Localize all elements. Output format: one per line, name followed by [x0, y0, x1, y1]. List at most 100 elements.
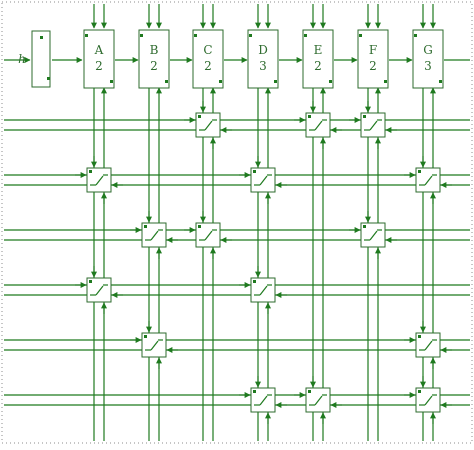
switch-r5-B-port [144, 335, 147, 338]
column-block-A: A2 [83, 29, 115, 89]
switch-r1-F [349, 101, 397, 149]
switch-r5-B-glyph-b [150, 340, 159, 351]
column-block-G: G3 [412, 29, 444, 89]
column-block-D-port-a [249, 34, 252, 37]
switch-r2-A-port [89, 170, 92, 173]
column-block-A-rect [83, 29, 115, 89]
switch-r4-D-glyph-b [259, 285, 268, 296]
switch-r1-E [294, 101, 342, 149]
switch-r3-C-glyph-b [204, 230, 213, 241]
switch-r3-C-port [198, 225, 201, 228]
column-block-D-number: 3 [259, 59, 267, 73]
column-block-F-number: 2 [369, 59, 377, 73]
header-block-rect [31, 30, 51, 88]
switch-r6-G-glyph-b [424, 395, 433, 406]
column-block-C-rect [192, 29, 224, 89]
switch-r4-A [75, 266, 123, 314]
column-block-B-rect [138, 29, 170, 89]
column-block-D: D3 [247, 29, 279, 89]
column-block-B-number: 2 [150, 59, 158, 73]
switch-r1-C [184, 101, 232, 149]
switch-r1-C-port [198, 115, 201, 118]
column-block-C-number: 2 [204, 59, 212, 73]
switch-r6-G-port [418, 390, 421, 393]
wire-layer [4, 4, 470, 441]
switch-r3-F-port [363, 225, 366, 228]
switch-r3-B [130, 211, 178, 259]
column-block-D-rect [247, 29, 279, 89]
column-block-G-port-a [414, 34, 417, 37]
switch-r2-G-port [418, 170, 421, 173]
switch-r3-F-glyph-b [369, 230, 378, 241]
switch-nodes [75, 101, 452, 424]
switch-r1-E-glyph-b [314, 120, 323, 131]
switch-r6-D-box [250, 387, 276, 413]
switch-r2-D [239, 156, 287, 204]
switch-r1-F-glyph-b [369, 120, 378, 131]
switch-r5-G-glyph-b [424, 340, 433, 351]
switch-r5-G-port [418, 335, 421, 338]
column-block-D-port-b [274, 80, 277, 83]
column-block-G-port-b [439, 80, 442, 83]
switch-r2-D-glyph-b [259, 175, 268, 186]
switch-r6-E-port [308, 390, 311, 393]
switch-r4-A-glyph-b [95, 285, 104, 296]
header-port-bottom [47, 77, 50, 80]
column-block-E-rect [302, 29, 334, 89]
switch-r3-C [184, 211, 232, 259]
column-block-F-port-b [384, 80, 387, 83]
column-block-A-letter: A [94, 43, 104, 57]
switch-r5-G [404, 321, 452, 369]
column-block-G-number: 3 [424, 59, 432, 73]
header-block-label: h [18, 52, 26, 66]
column-block-C: C2 [192, 29, 224, 89]
column-block-A-port-a [85, 34, 88, 37]
column-block-G-rect [412, 29, 444, 89]
column-block-F: F2 [357, 29, 389, 89]
switch-r5-B [130, 321, 178, 369]
switch-r4-D-port [253, 280, 256, 283]
column-block-E-port-a [304, 34, 307, 37]
switch-r1-F-port [363, 115, 366, 118]
column-block-B-port-b [165, 80, 168, 83]
switch-r4-A-port [89, 280, 92, 283]
header-port-top [40, 36, 43, 39]
column-block-G-letter: G [423, 43, 433, 57]
column-block-E-number: 2 [314, 59, 322, 73]
column-block-E-letter: E [314, 43, 323, 57]
switch-r3-B-port [144, 225, 147, 228]
switch-r2-G-glyph-b [424, 175, 433, 186]
column-block-C-port-b [219, 80, 222, 83]
column-block-A-port-b [110, 80, 113, 83]
switch-r6-D-glyph-b [259, 395, 268, 406]
switch-r1-E-port [308, 115, 311, 118]
switch-r6-G [404, 376, 452, 424]
switch-r2-A-glyph-b [95, 175, 104, 186]
switch-r6-E-glyph-b [314, 395, 323, 406]
switch-r4-D [239, 266, 287, 314]
column-block-F-rect [357, 29, 389, 89]
column-block-E-port-b [329, 80, 332, 83]
switch-r2-D-port [253, 170, 256, 173]
column-block-B: B2 [138, 29, 170, 89]
switch-r2-G [404, 156, 452, 204]
switch-r6-E [294, 376, 342, 424]
switch-r2-A [75, 156, 123, 204]
switch-r1-C-glyph-b [204, 120, 213, 131]
column-block-C-letter: C [203, 43, 212, 57]
switch-r6-D [239, 376, 287, 424]
column-block-F-port-a [359, 34, 362, 37]
column-block-F-letter: F [369, 43, 377, 57]
column-block-E: E2 [302, 29, 334, 89]
column-block-B-port-a [140, 34, 143, 37]
header-block: h [18, 30, 51, 88]
column-block-C-port-a [194, 34, 197, 37]
switch-r3-F [349, 211, 397, 259]
switch-r6-D-port [253, 390, 256, 393]
column-block-A-number: 2 [95, 59, 103, 73]
column-block-B-letter: B [150, 43, 159, 57]
